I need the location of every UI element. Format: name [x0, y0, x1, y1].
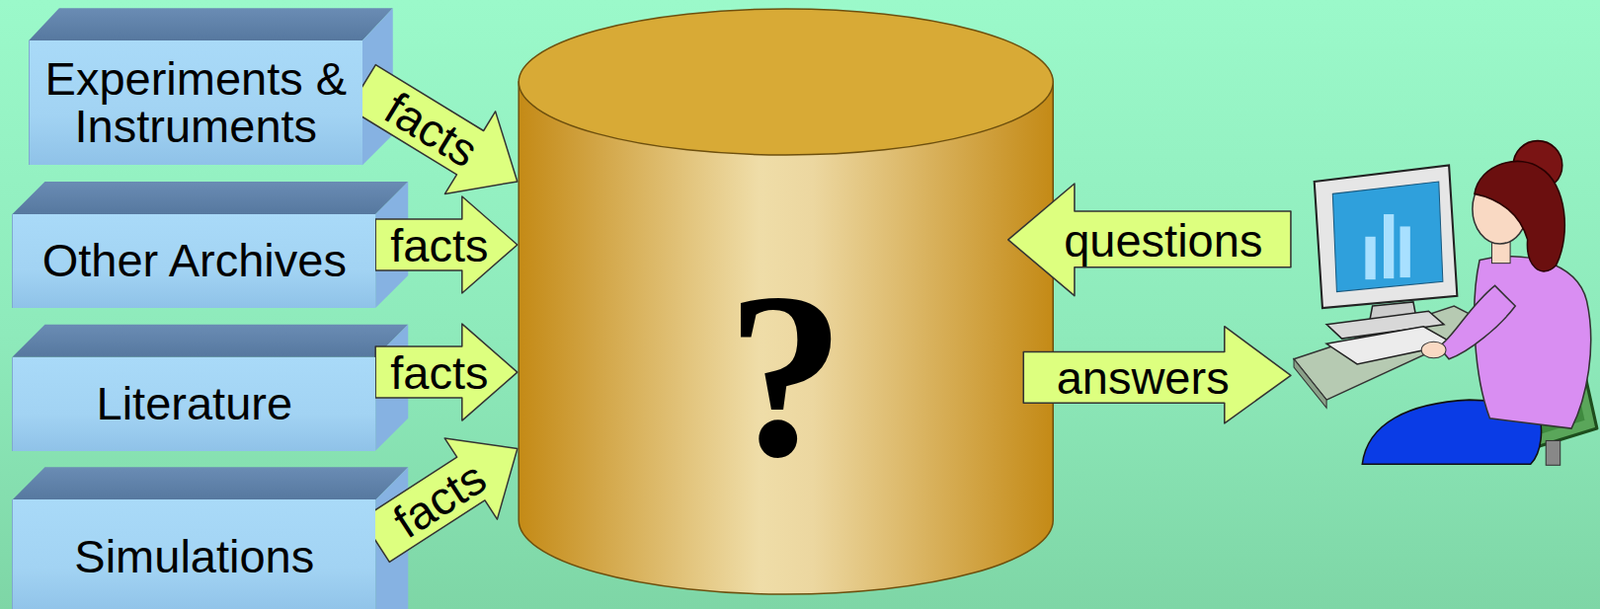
box-top-face — [11, 324, 408, 358]
chart-bar — [1400, 226, 1411, 278]
source-box: Other Archives — [11, 214, 376, 309]
cylinder-top — [518, 8, 1053, 156]
keyboard — [1326, 326, 1454, 365]
box-top-face — [11, 181, 408, 215]
person-hair — [1474, 160, 1565, 271]
person-hand — [1421, 341, 1446, 359]
desk-edge — [1293, 359, 1327, 409]
chart-bar — [1364, 237, 1375, 280]
chart-bar — [1383, 214, 1394, 279]
node-text: Literature — [96, 380, 294, 428]
flow-arrow — [361, 438, 518, 563]
node-text: Experiments & Instruments — [37, 55, 355, 151]
arrow-label: facts — [385, 453, 493, 546]
arrow-label: facts — [378, 83, 486, 175]
monitor-case — [1314, 164, 1458, 309]
node-text: Simulations — [74, 533, 315, 581]
node-text: ? — [726, 256, 846, 494]
flow-label: answers — [1056, 354, 1230, 401]
flow-arrow — [375, 196, 518, 294]
source-box: Simulations — [11, 499, 376, 609]
answer-arrow — [1023, 326, 1291, 424]
monitor-screen — [1332, 181, 1443, 293]
box-top-face — [11, 467, 408, 500]
chair-post — [1545, 440, 1560, 466]
user-illustration — [1293, 141, 1598, 467]
node-text: Other Archives — [42, 237, 347, 285]
flow-arrow — [375, 323, 518, 421]
database-cylinder: ? — [517, 7, 1054, 595]
person-arm — [1439, 285, 1516, 359]
arrow-label: facts — [390, 349, 488, 397]
arrow-label: facts — [390, 221, 488, 268]
source-box: Literature — [11, 357, 376, 452]
cylinder-body — [518, 81, 1053, 595]
question-arrow — [1008, 183, 1291, 297]
flow-label: questions — [1063, 216, 1263, 263]
person-torso — [1474, 256, 1592, 429]
box-top-face — [28, 7, 394, 41]
source-box: Experiments & Instruments — [28, 40, 363, 165]
flow-arrow — [348, 65, 518, 195]
